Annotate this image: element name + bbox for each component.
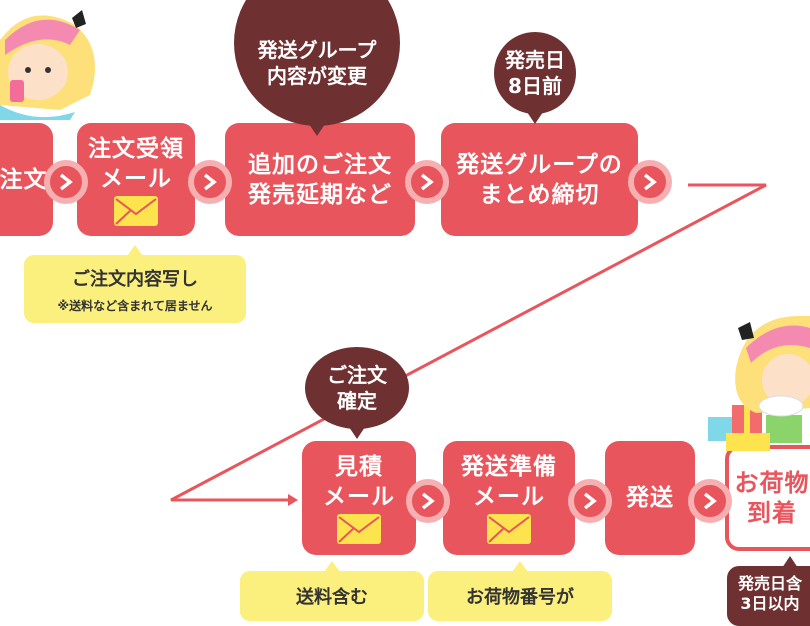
note-order-copy: ご注文内容写し ※送料など含まれて居ません xyxy=(24,245,246,323)
note-order-copy-title: ご注文内容写し xyxy=(72,269,198,290)
note-order-copy-sub: ※送料など含まれて居ません xyxy=(57,299,213,313)
step-shipping-prep-mail-label: 発送準備 メール xyxy=(461,454,557,510)
chevron-right-icon xyxy=(628,160,672,204)
mail-icon xyxy=(337,514,381,544)
step-estimate-mail: 見積 メール xyxy=(302,441,416,555)
bubble-order-confirmed: ご注文 確定 xyxy=(305,347,409,439)
step-order-label: 注文 xyxy=(0,166,48,193)
mail-icon xyxy=(114,195,158,226)
step-order-received-mail: 注文受領 メール xyxy=(77,123,195,236)
note-tracking-number-text: お荷物番号が xyxy=(466,587,574,608)
step-order: 注文 xyxy=(0,123,53,236)
step-add-order-label: 追加のご注文 発売延期など xyxy=(248,151,392,208)
step-order-received-mail-label: 注文受領 メール xyxy=(88,135,184,192)
step-package-arrival-label: お荷物 到着 xyxy=(734,469,810,527)
note-shipping-included-text: 送料含む xyxy=(296,587,368,608)
gift-boxes-icon xyxy=(706,395,810,455)
bubble-order-confirmed-text: ご注文 確定 xyxy=(327,363,387,413)
chevron-right-icon xyxy=(688,479,732,523)
chevron-right-icon xyxy=(188,160,232,204)
step-shipping-label: 発送 xyxy=(626,485,674,511)
step-shipping-group-cutoff: 発送グループの まとめ締切 xyxy=(441,123,638,236)
chevron-right-icon xyxy=(44,160,88,204)
chevron-right-icon xyxy=(568,479,612,523)
flow-connector-lines xyxy=(170,183,767,506)
step-add-order: 追加のご注文 発売延期など xyxy=(225,123,415,236)
chevron-right-icon xyxy=(406,479,450,523)
step-package-arrival: お荷物 到着 xyxy=(725,445,810,551)
step-estimate-mail-label: 見積 メール xyxy=(323,454,395,510)
chevron-right-icon xyxy=(405,160,449,204)
note-shipping-included: 送料含む xyxy=(240,561,424,621)
step-shipping: 発送 xyxy=(605,441,695,555)
character-girl-icon xyxy=(726,308,810,418)
character-girl-icon xyxy=(0,0,110,120)
mail-icon xyxy=(487,514,531,544)
bubble-release-8days-text: 発売日 8日前 xyxy=(505,48,565,98)
step-shipping-prep-mail: 発送準備 メール xyxy=(443,441,575,555)
bubble-release-date-incl: 発売日含 3日以内 xyxy=(727,556,810,626)
note-tracking-number: お荷物番号が xyxy=(428,561,612,621)
bubble-release-date-incl-text: 発売日含 3日以内 xyxy=(737,574,802,613)
bubble-release-8days: 発売日 8日前 xyxy=(494,32,576,124)
step-shipping-group-cutoff-label: 発送グループの まとめ締切 xyxy=(456,151,623,208)
bubble-group-change-text: 発送グループ 内容が変更 xyxy=(257,38,377,88)
